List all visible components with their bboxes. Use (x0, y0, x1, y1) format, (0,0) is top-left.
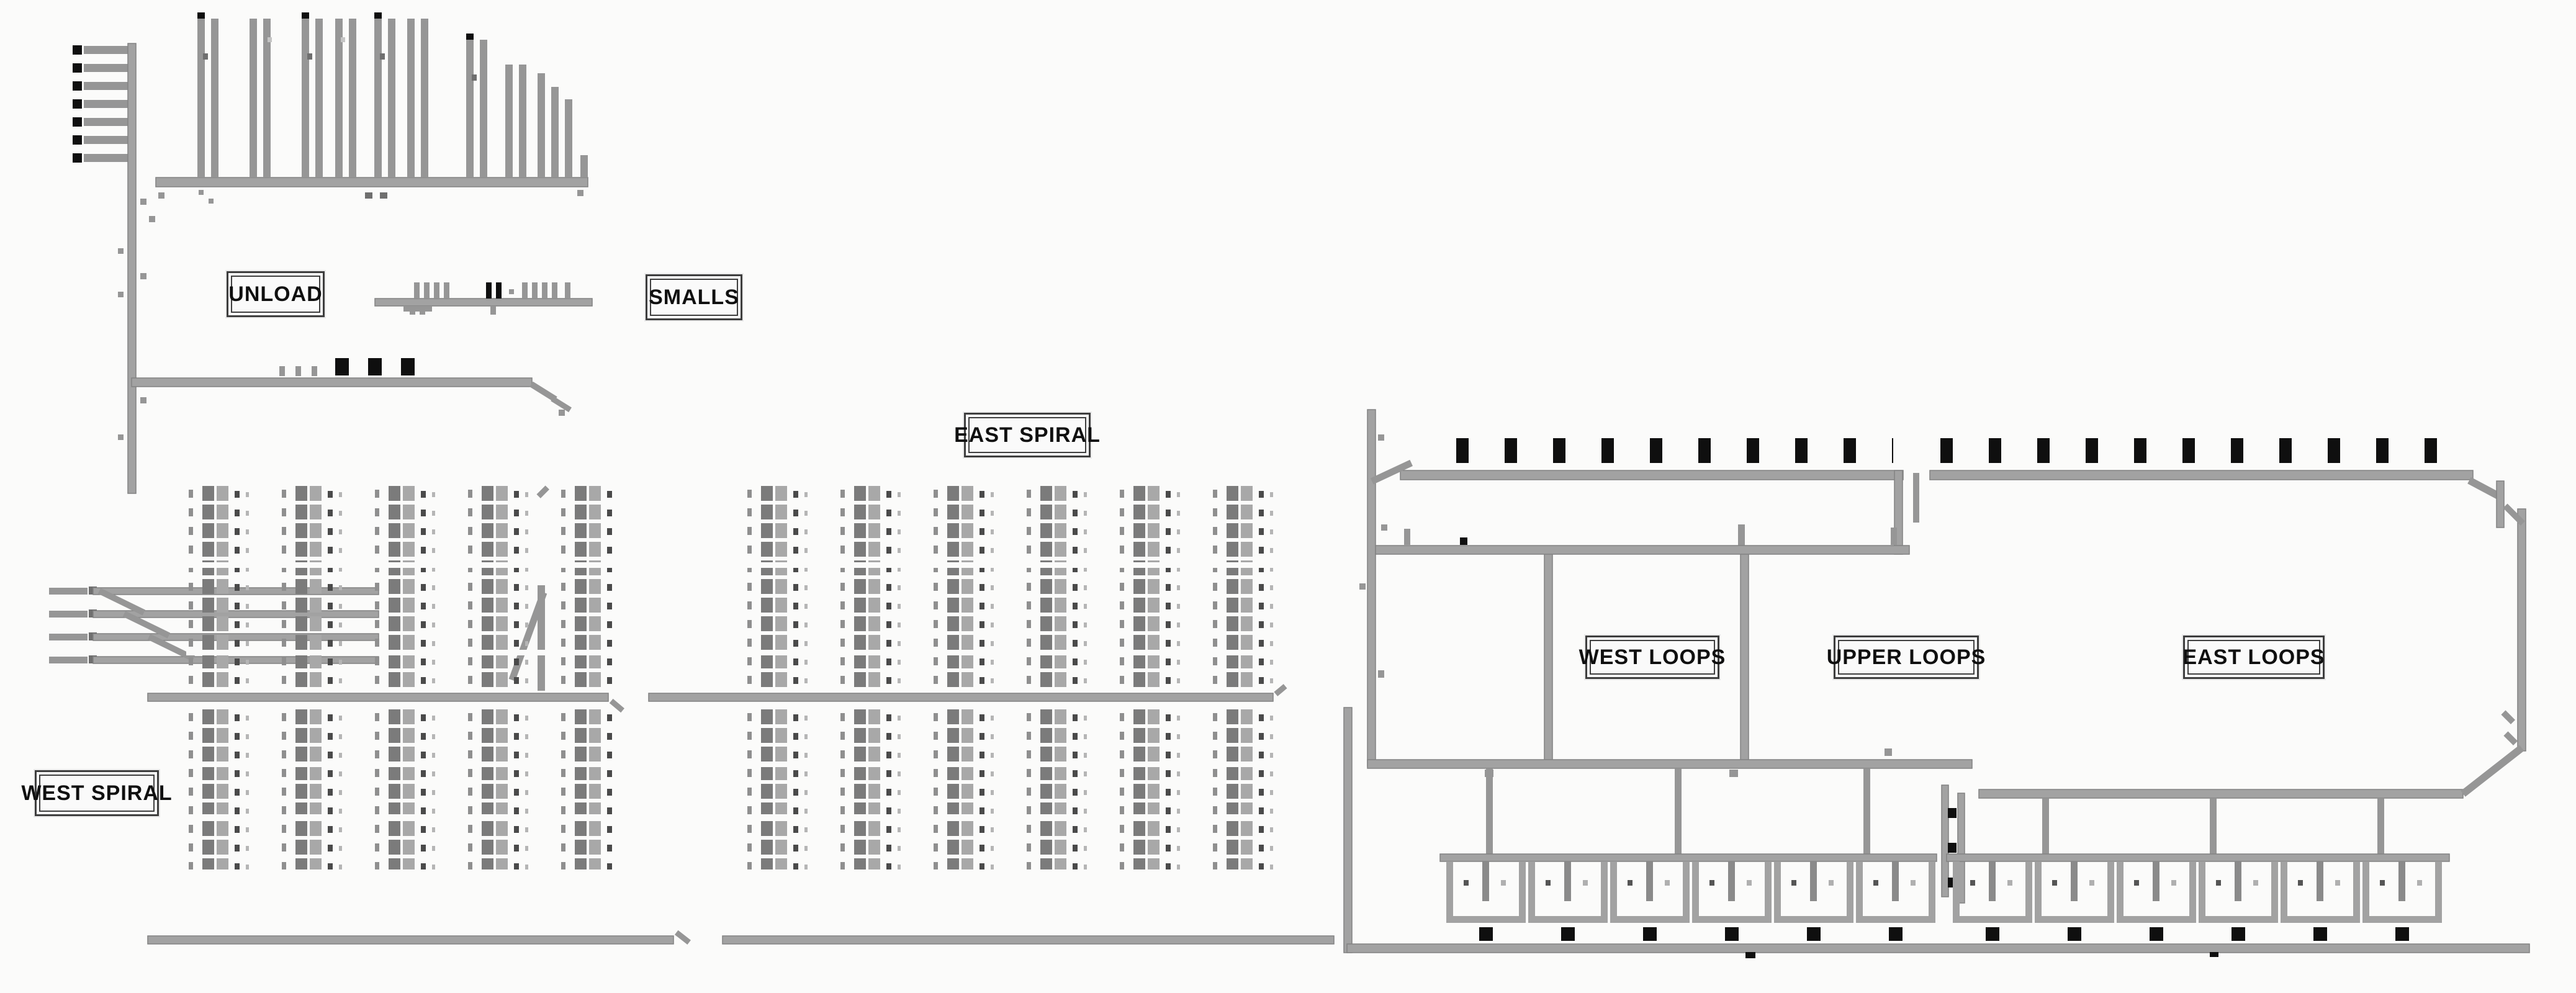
label-east-loops: EAST LOOPS (2182, 636, 2325, 679)
wagon (401, 358, 415, 375)
north-sidings (155, 12, 588, 204)
label-west-loops: WEST LOOPS (1579, 636, 1725, 679)
mid-connector-lines (147, 684, 1287, 713)
west-spiral-grid (186, 484, 615, 869)
wagon (368, 358, 382, 375)
smalls-sidings (374, 282, 593, 315)
south-mainline (147, 930, 1335, 945)
label-east-spiral: EAST SPIRAL (954, 413, 1100, 457)
wagon-row-east (1938, 438, 2466, 465)
label-unload: UNLOAD (227, 271, 325, 317)
loop-exchange-sidings (1941, 784, 1965, 904)
balloon-loops-east (1946, 853, 2450, 941)
wagon-row-west (1421, 438, 1893, 465)
wagon (335, 358, 349, 375)
main-spine (118, 43, 155, 494)
label-west-spiral: WEST SPIRAL (21, 770, 172, 816)
east-spiral-grid (739, 484, 1285, 869)
unload-track (131, 358, 572, 416)
upper-loops-tracks (1370, 438, 2525, 555)
label-smalls: SMALLS (646, 274, 742, 320)
loops-complex (1343, 409, 2530, 958)
loops-verticals (1343, 409, 2526, 953)
loops-south-mainline (1346, 943, 2530, 958)
balloon-loops-west (1439, 853, 1937, 941)
arrival-ladder (73, 45, 133, 163)
label-upper-loops: UPPER LOOPS (1827, 636, 1985, 679)
loops-horizontals (1367, 524, 2524, 799)
loop-connectors (1486, 768, 2384, 855)
